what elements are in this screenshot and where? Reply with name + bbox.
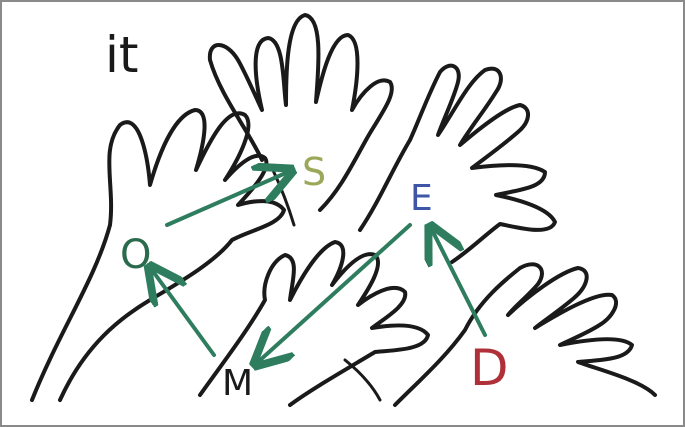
letter-m: M bbox=[222, 363, 253, 404]
title-text: it bbox=[105, 26, 139, 84]
letter-d: D bbox=[470, 339, 509, 397]
letter-s: S bbox=[302, 150, 326, 194]
letter-o: O bbox=[120, 232, 151, 278]
letter-e: E bbox=[410, 178, 433, 219]
